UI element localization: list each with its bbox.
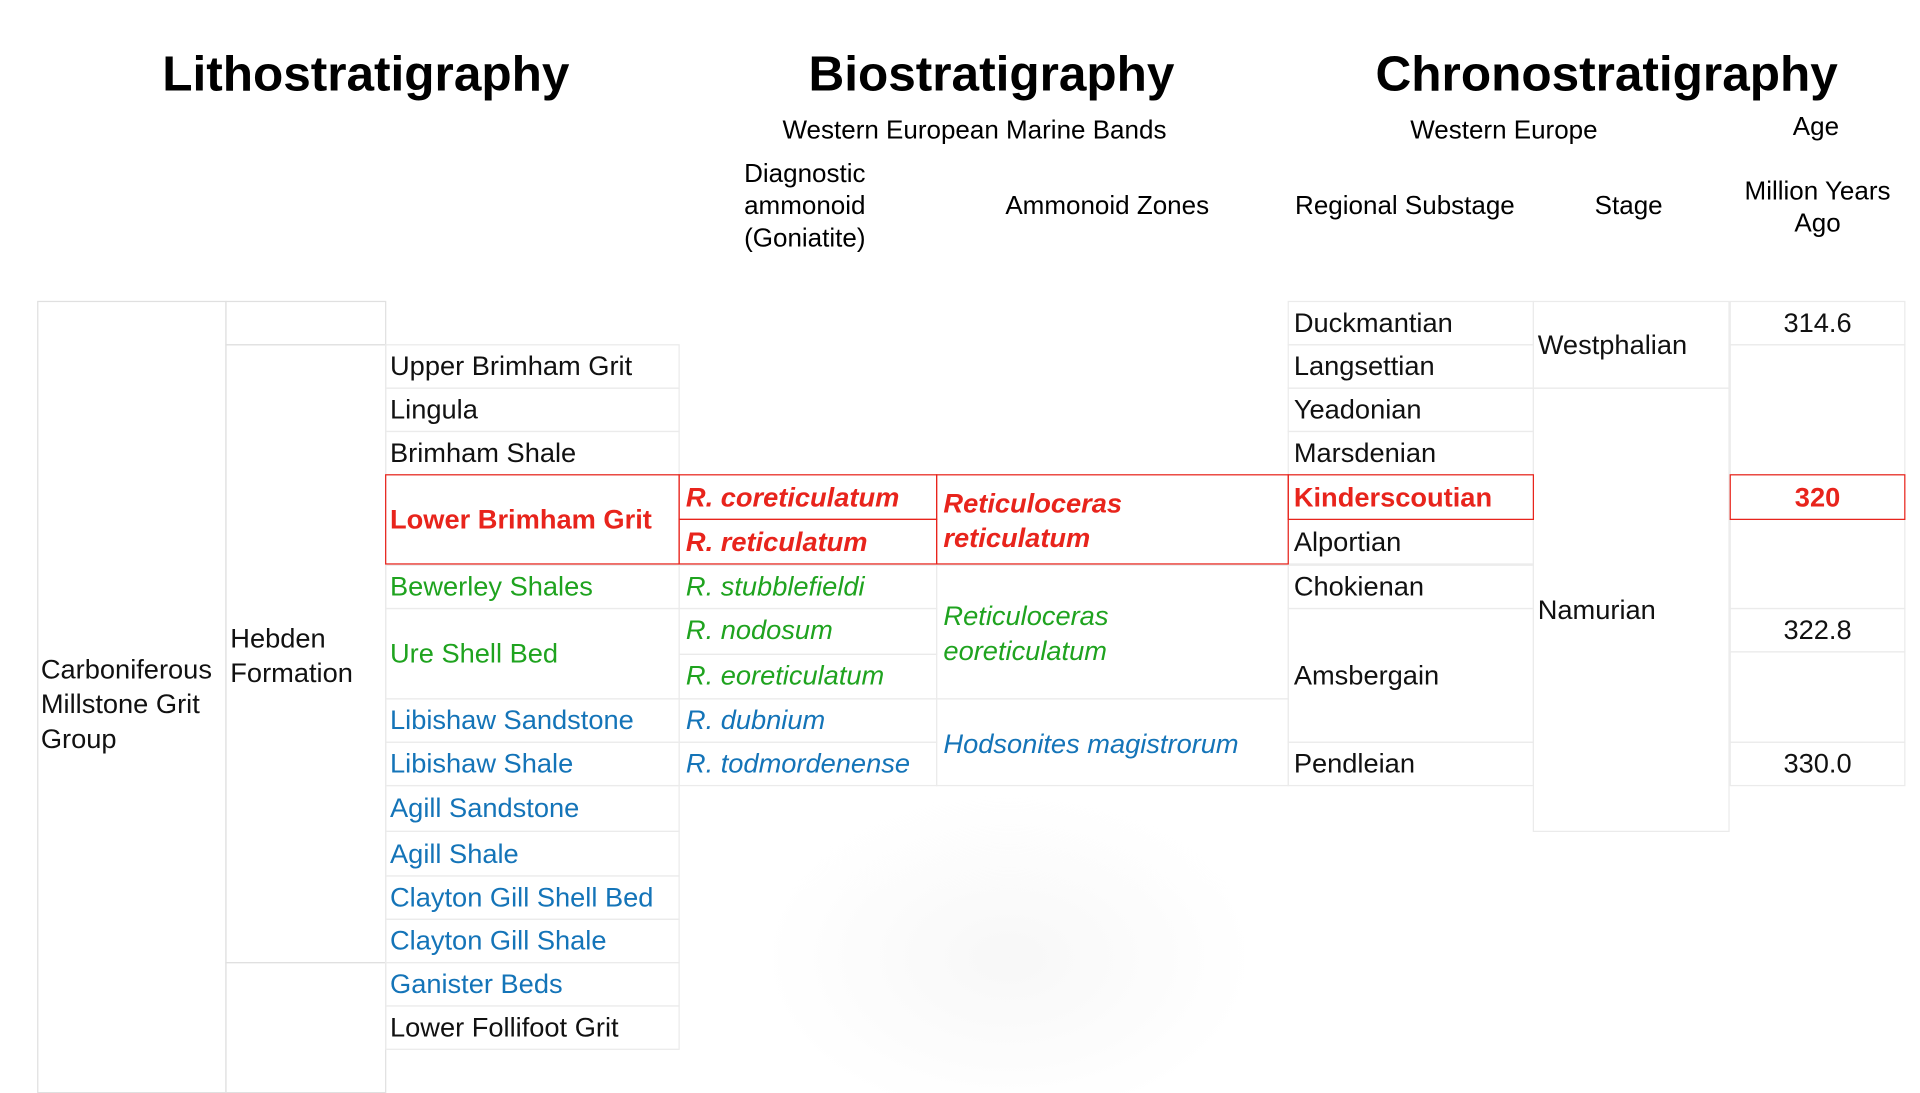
header-age: Age	[1792, 112, 1840, 142]
formation-cell-empty-top	[225, 300, 387, 346]
member-libishaw-shale: Libishaw Shale	[390, 747, 574, 779]
member-libishaw-sandstone: Libishaw Sandstone	[390, 704, 634, 736]
member-cell	[385, 1005, 680, 1050]
title-lithostratigraphy: Lithostratigraphy	[162, 47, 570, 102]
stage-namurian: Namurian	[1537, 594, 1656, 626]
substage-chokienan: Chokienan	[1293, 570, 1425, 602]
title-biostratigraphy: Biostratigraphy	[808, 47, 1175, 102]
age-cell	[1729, 518, 1906, 610]
header-regional-substage: Regional Substage	[1295, 191, 1515, 221]
zone-reticuloceras-eoreticulatum: Reticuloceras eoreticulatum	[943, 600, 1109, 667]
formation-cell-empty-bottom	[225, 962, 387, 1093]
goniatite-r-coreticulatum: R. coreticulatum	[685, 481, 900, 513]
substage-marsdenian: Marsdenian	[1293, 437, 1437, 469]
substage-langsettian: Langsettian	[1293, 350, 1435, 382]
substage-alportian: Alportian	[1293, 526, 1402, 558]
formation-label: Hebden Formation	[230, 622, 353, 689]
zone-reticuloceras-reticulatum: Reticuloceras reticulatum	[943, 487, 1123, 554]
age-320: 320	[1794, 481, 1841, 513]
member-ure-shell-bed: Ure Shell Bed	[390, 637, 559, 669]
member-ganister-beds: Ganister Beds	[390, 968, 563, 1000]
goniatite-r-nodosum: R. nodosum	[685, 614, 833, 646]
stage-cell	[1532, 387, 1730, 833]
header-stage: Stage	[1594, 191, 1663, 221]
member-agill-sandstone: Agill Sandstone	[390, 792, 580, 824]
substage-pendleian: Pendleian	[1293, 747, 1415, 779]
substage-kinderscoutian: Kinderscoutian	[1293, 481, 1493, 513]
age-cell	[1729, 344, 1906, 476]
substage-cell-highlight	[1287, 474, 1535, 521]
zone-cell-highlight	[936, 474, 1289, 565]
age-322-8: 322.8	[1783, 614, 1852, 646]
age-cell	[1729, 651, 1906, 743]
member-lower-brimham-grit: Lower Brimham Grit	[390, 503, 652, 535]
header-western-europe: Western Europe	[1410, 116, 1598, 145]
member-upper-brimham-grit: Upper Brimham Grit	[390, 350, 633, 382]
member-lower-follifoot-grit: Lower Follifoot Grit	[390, 1011, 619, 1043]
stage-westphalian: Westphalian	[1537, 329, 1688, 361]
goniatite-r-reticulatum: R. reticulatum	[685, 526, 868, 558]
header-diagnostic-ammonoid: Diagnostic ammonoid (Goniatite)	[744, 159, 866, 253]
header-marine-bands: Western European Marine Bands	[782, 116, 1167, 145]
substage-yeadonian: Yeadonian	[1293, 393, 1422, 425]
goniatite-r-eoreticulatum: R. eoreticulatum	[685, 659, 885, 691]
title-chronostratigraphy: Chronostratigraphy	[1375, 47, 1838, 102]
member-agill-shale: Agill Shale	[390, 838, 519, 870]
substage-duckmantian: Duckmantian	[1293, 307, 1453, 339]
goniatite-cell-highlight	[678, 474, 938, 521]
member-brimham-shale: Brimham Shale	[390, 437, 577, 469]
goniatite-cell-highlight	[678, 518, 938, 565]
group-label: Carboniferous Millstone Grit Group	[40, 653, 212, 755]
member-clayton-gill-shale: Clayton Gill Shale	[390, 924, 607, 956]
goniatite-r-stubblefieldi: R. stubblefieldi	[685, 570, 865, 602]
zone-hodsonites-magistrorum: Hodsonites magistrorum	[943, 728, 1239, 759]
member-clayton-gill-shell-bed: Clayton Gill Shell Bed	[390, 881, 654, 913]
background-smudge	[761, 792, 1257, 1093]
goniatite-r-dubnium: R. dubnium	[685, 704, 826, 736]
member-cell-highlight	[385, 474, 680, 565]
member-lingula: Lingula	[390, 393, 478, 425]
substage-amsbergain: Amsbergain	[1293, 659, 1440, 691]
age-314-6: 314.6	[1783, 307, 1852, 339]
age-330-0: 330.0	[1783, 747, 1852, 779]
member-bewerley-shales: Bewerley Shales	[390, 570, 593, 602]
goniatite-r-todmordenense: R. todmordenense	[685, 747, 911, 779]
age-cell-highlight	[1729, 474, 1906, 521]
age-cell	[1729, 741, 1906, 787]
header-ammonoid-zones: Ammonoid Zones	[1005, 191, 1210, 221]
header-million-years-ago: Million Years Ago	[1744, 177, 1891, 238]
